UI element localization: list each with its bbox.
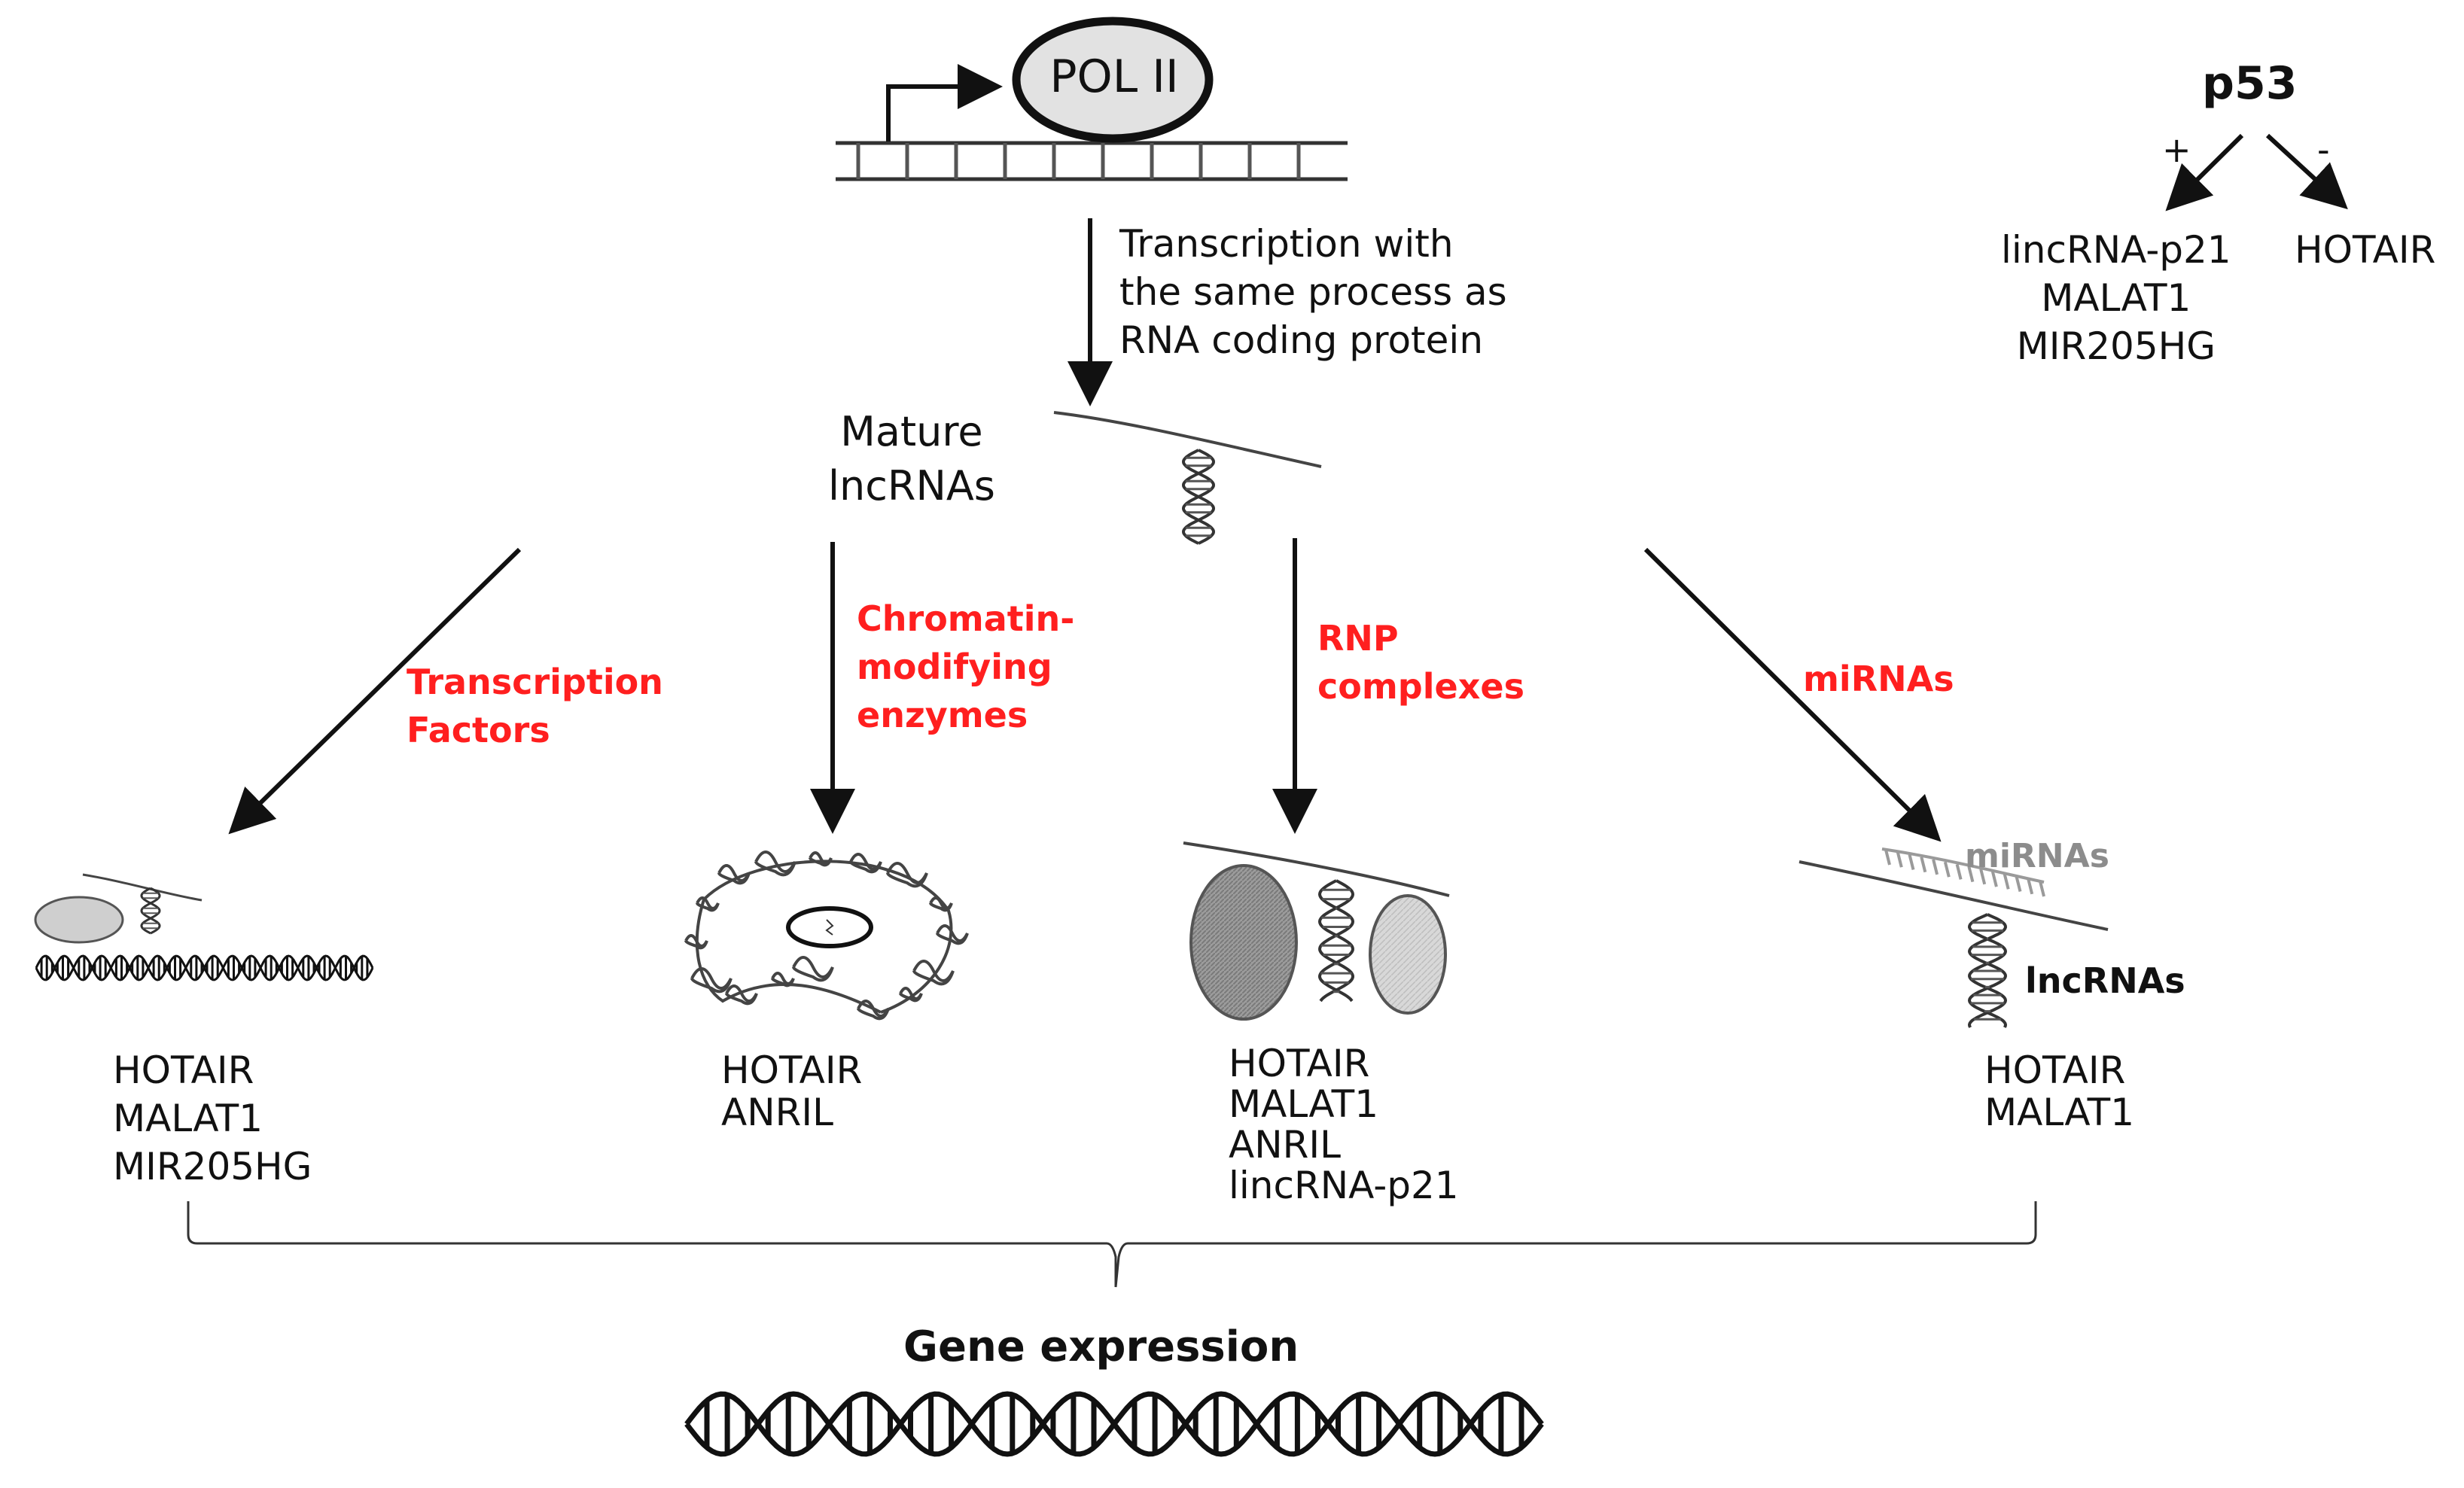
mirna-panel-mirna-label: miRNAs <box>1965 837 2109 875</box>
p53-activated-genes: lincRNA-p21 MALAT1 MIR205HG <box>2001 228 2231 368</box>
transcription-note: Transcription with the same process as R… <box>1119 222 1507 362</box>
grouping-brace <box>187 1201 2037 1288</box>
pol2-gene-illustration <box>836 17 1348 181</box>
genes-mirnas: HOTAIR MALAT1 <box>1984 1048 2135 1134</box>
pathway-label-transcription-factors: Transcription Factors <box>407 662 663 750</box>
tf-dna-illustration <box>34 873 374 981</box>
p53-repression-arrow <box>2265 133 2348 210</box>
mature-lncrnas-label: Mature lncRNAs <box>828 408 995 510</box>
p53-activation-arrow <box>2165 133 2244 211</box>
gene-expression-dna <box>684 1391 1544 1457</box>
chromatin-illustration <box>684 851 969 1021</box>
pathway-label-mirnas: miRNAs <box>1803 659 1954 699</box>
gene-expression-title: Gene expression <box>903 1322 1299 1371</box>
rnp-complex-illustration <box>1183 841 1450 1021</box>
arrow-mirnas <box>1643 547 1942 842</box>
pol2-label: POL II <box>1049 50 1179 103</box>
pol2-ellipse <box>1012 17 1214 143</box>
mature-lncrna-illustration <box>1053 411 1322 545</box>
mirna-panel-lncrna-label: lncRNAs <box>2025 960 2185 1001</box>
p53-repressed-genes: HOTAIR <box>2295 228 2436 272</box>
genes-rnp-complexes: HOTAIR MALAT1 ANRIL lincRNA-p21 <box>1229 1042 1459 1207</box>
p53-plus-sign: + <box>2162 129 2191 170</box>
arrow-transcription-factors <box>228 547 522 835</box>
p53-minus-sign: - <box>2317 129 2330 170</box>
genes-transcription-factors: HOTAIR MALAT1 MIR205HG <box>113 1048 312 1188</box>
mirna-sponge-illustration <box>1799 847 2109 1028</box>
genes-chromatin-enzymes: HOTAIR ANRIL <box>721 1048 863 1134</box>
p53-title: p53 <box>2202 57 2298 110</box>
pathway-label-chromatin-enzymes: Chromatin- modifying enzymes <box>857 598 1075 735</box>
pathway-label-rnp-complexes: RNP complexes <box>1317 618 1524 707</box>
